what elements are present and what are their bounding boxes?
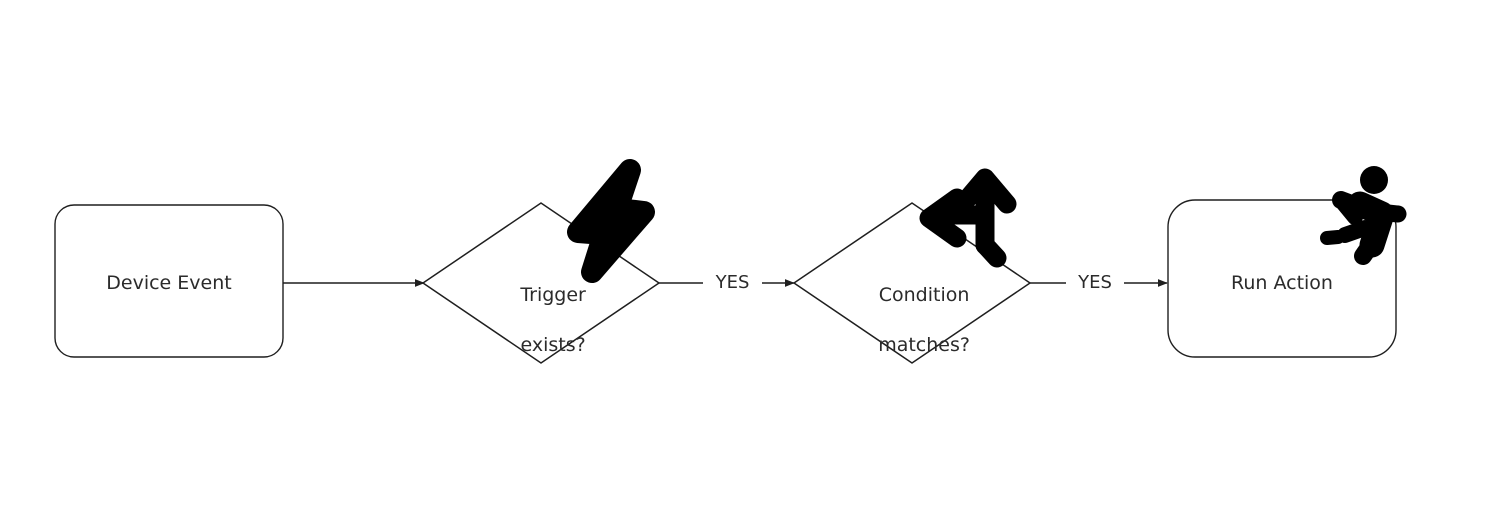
fork-arrow-icon [919, 168, 1017, 268]
running-person-icon [1320, 166, 1407, 265]
lightning-bolt-icon [567, 159, 655, 283]
edge-label-trigger-to-condition: YES [703, 272, 762, 294]
node-condition-matches[interactable] [792, 202, 1032, 364]
node-device-event[interactable] [54, 204, 284, 358]
edge-label-condition-to-action: YES [1066, 272, 1124, 294]
